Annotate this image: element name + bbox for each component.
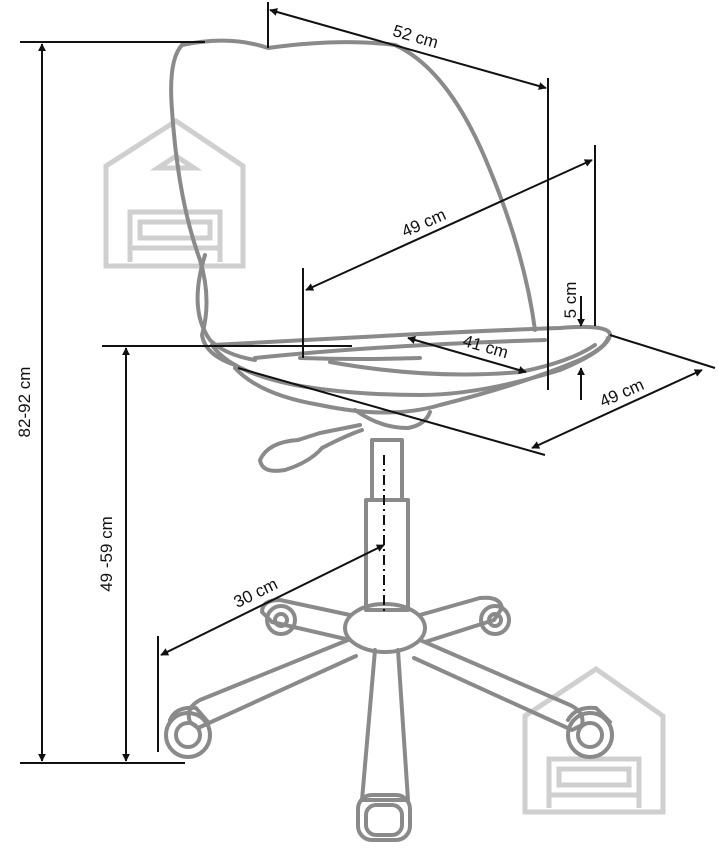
seat-inner-curve [298,356,422,361]
gas-cylinder-lower [364,498,410,612]
seat-inner-label: 41 cm [461,331,511,362]
caster-front-right [566,705,614,759]
dimension-lines [20,2,716,764]
seat-width-arrow [531,369,703,449]
gas-cylinder-upper [370,438,404,502]
seat-inner-arrow [407,336,527,374]
seat-underside [233,336,610,415]
seat-top [210,324,612,397]
height-lever-handle [258,428,364,473]
seat-width-ext-right [609,334,716,369]
caster-front-center [356,793,412,842]
height-lever-arm [296,423,362,442]
caster-back-right [479,604,511,636]
seat-width-ext-left [237,367,546,456]
backrest-width-arrow [269,8,547,90]
backrest-left-edge [169,43,237,367]
seat-mechanism [353,408,432,430]
base-leg-front-left [186,638,358,730]
seat-width-label: 49 cm [597,375,647,411]
seat-thickness-label: 5 cm [561,282,580,319]
total-height-label: 82-92 cm [15,367,34,438]
base-leg-front-right [412,638,585,732]
watermark-logo-bottom-icon [522,665,666,815]
seat-height-label: 49 -59 cm [97,516,116,592]
backrest-shell [180,38,537,332]
dimension-labels: 82-92 cm 49 -59 cm 52 cm 49 cm 41 cm 5 c… [15,21,647,612]
base-radius-arrow [160,544,385,656]
seat-depth-arrow [305,159,593,291]
caster-front-left [164,705,212,759]
base-leg-front [360,648,410,802]
backrest-inner-edge [195,253,257,362]
watermark-logo-top-icon [103,118,246,269]
